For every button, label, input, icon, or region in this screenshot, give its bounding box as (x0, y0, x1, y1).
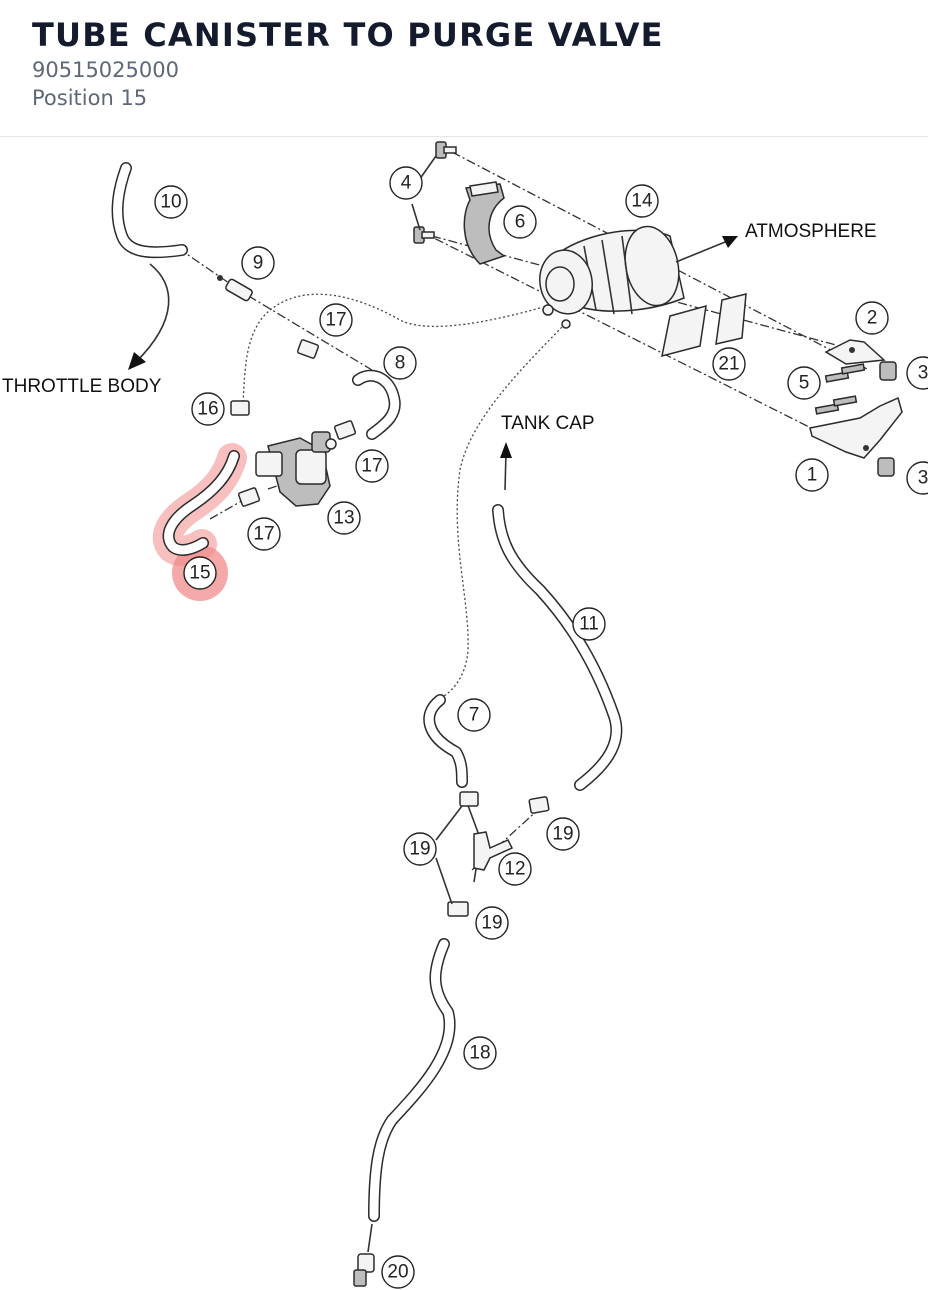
canister-part-14 (539, 225, 685, 329)
exploded-parts-diagram: THROTTLE BODY ATMOSPHERE TANK CAP 1 2 3 … (2, 141, 928, 1289)
callout-3-upper[interactable]: 3 (906, 356, 928, 390)
svg-text:10: 10 (160, 192, 181, 213)
svg-text:1: 1 (807, 465, 818, 486)
clip-part-17-b (333, 420, 357, 440)
connector-part-9 (217, 275, 253, 302)
callout-16[interactable]: 16 (191, 392, 225, 426)
part-header: TUBE CANISTER TO PURGE VALVE 90515025000… (0, 0, 928, 137)
hose-line-to-fitting (367, 1223, 373, 1253)
svg-text:17: 17 (361, 456, 382, 477)
callout-17-c[interactable]: 17 (247, 517, 281, 551)
svg-text:19: 19 (552, 824, 573, 845)
callout-11[interactable]: 11 (572, 607, 606, 641)
purge-valve-part-13 (255, 431, 337, 507)
svg-text:13: 13 (333, 508, 354, 529)
callout-5[interactable]: 5 (787, 366, 821, 400)
pads-part-21 (661, 293, 747, 358)
throttle-body-arrowhead (128, 352, 146, 370)
callout-17-b[interactable]: 17 (355, 449, 389, 483)
callout-2[interactable]: 2 (855, 301, 889, 335)
clip-part-19-top (459, 791, 479, 807)
callout-4[interactable]: 4 (389, 166, 423, 200)
part-position: Position 15 (32, 86, 148, 110)
callout-3-lower[interactable]: 3 (906, 461, 928, 495)
callout-12[interactable]: 12 (498, 852, 532, 886)
callout-8[interactable]: 8 (383, 346, 417, 380)
callout-6[interactable]: 6 (503, 205, 537, 239)
tube-part-10 (111, 162, 188, 259)
bolt-part-4-top (435, 141, 457, 159)
y-piece-part-12 (473, 831, 514, 871)
clip-part-17-c (237, 487, 261, 507)
svg-text:12: 12 (504, 859, 525, 880)
atmosphere-arrow (675, 239, 731, 263)
spacers-part-5 (814, 363, 866, 415)
callout-9[interactable]: 9 (241, 246, 275, 280)
svg-text:9: 9 (253, 253, 264, 274)
clip-part-17-a (296, 339, 320, 359)
atmosphere-label: ATMOSPHERE (745, 221, 877, 242)
svg-text:2: 2 (867, 308, 878, 329)
nut-part-3-lower (877, 457, 895, 477)
callout-19-right[interactable]: 19 (546, 817, 580, 851)
svg-text:20: 20 (387, 1262, 408, 1283)
callout-7[interactable]: 7 (457, 698, 491, 732)
svg-text:15: 15 (189, 563, 210, 584)
fitting-part-20 (353, 1253, 375, 1287)
bolt-part-4-bottom (413, 226, 435, 244)
part-number: 90515025000 (32, 58, 179, 82)
callout-10[interactable]: 10 (154, 185, 188, 219)
svg-text:19: 19 (409, 839, 430, 860)
tank-cap-label: TANK CAP (501, 413, 595, 434)
svg-text:17: 17 (325, 310, 346, 331)
tank-cap-arrow (504, 451, 507, 491)
callout-20[interactable]: 20 (381, 1255, 415, 1289)
tube-part-8 (352, 369, 401, 440)
svg-text:3: 3 (918, 363, 928, 384)
tube-part-15 (162, 450, 240, 556)
svg-text:17: 17 (253, 524, 274, 545)
tank-cap-arrowhead (500, 442, 512, 458)
atmosphere-arrowhead (722, 236, 738, 248)
svg-text:21: 21 (718, 354, 739, 375)
callout-19-left[interactable]: 19 (403, 832, 437, 866)
callout-21[interactable]: 21 (712, 347, 746, 381)
leader-part-19 (435, 805, 463, 905)
svg-text:3: 3 (918, 468, 928, 489)
callout-18[interactable]: 18 (463, 1036, 497, 1070)
nut-part-3-upper (879, 361, 897, 381)
svg-text:4: 4 (401, 173, 412, 194)
bracket-part-6 (463, 181, 506, 265)
svg-text:11: 11 (579, 614, 599, 635)
throttle-body-label: THROTTLE BODY (2, 376, 162, 397)
clip-part-19-bottom (447, 901, 469, 917)
clip-part-19-right (528, 796, 550, 814)
svg-text:19: 19 (481, 913, 502, 934)
svg-text:6: 6 (515, 212, 526, 233)
bracket-part-2 (824, 339, 886, 365)
svg-text:16: 16 (197, 399, 218, 420)
bracket-part-1 (809, 396, 903, 459)
callout-1[interactable]: 1 (795, 458, 829, 492)
callout-19-bottom[interactable]: 19 (475, 906, 509, 940)
callout-14[interactable]: 14 (625, 184, 659, 218)
callout-15[interactable]: 15 (183, 556, 217, 590)
clip-part-16 (230, 400, 250, 416)
tube-part-7 (423, 694, 468, 788)
tube-part-18 (368, 938, 456, 1222)
svg-text:14: 14 (631, 191, 653, 212)
svg-text:8: 8 (395, 353, 406, 374)
part-title: TUBE CANISTER TO PURGE VALVE (32, 16, 664, 54)
routing-lines (177, 151, 870, 871)
callout-13[interactable]: 13 (327, 501, 361, 535)
callout-17-a[interactable]: 17 (319, 303, 353, 337)
tube-part-11 (492, 504, 623, 791)
svg-text:18: 18 (469, 1043, 490, 1064)
throttle-body-arrow (135, 263, 170, 363)
svg-text:7: 7 (469, 705, 480, 726)
svg-text:5: 5 (799, 373, 810, 394)
